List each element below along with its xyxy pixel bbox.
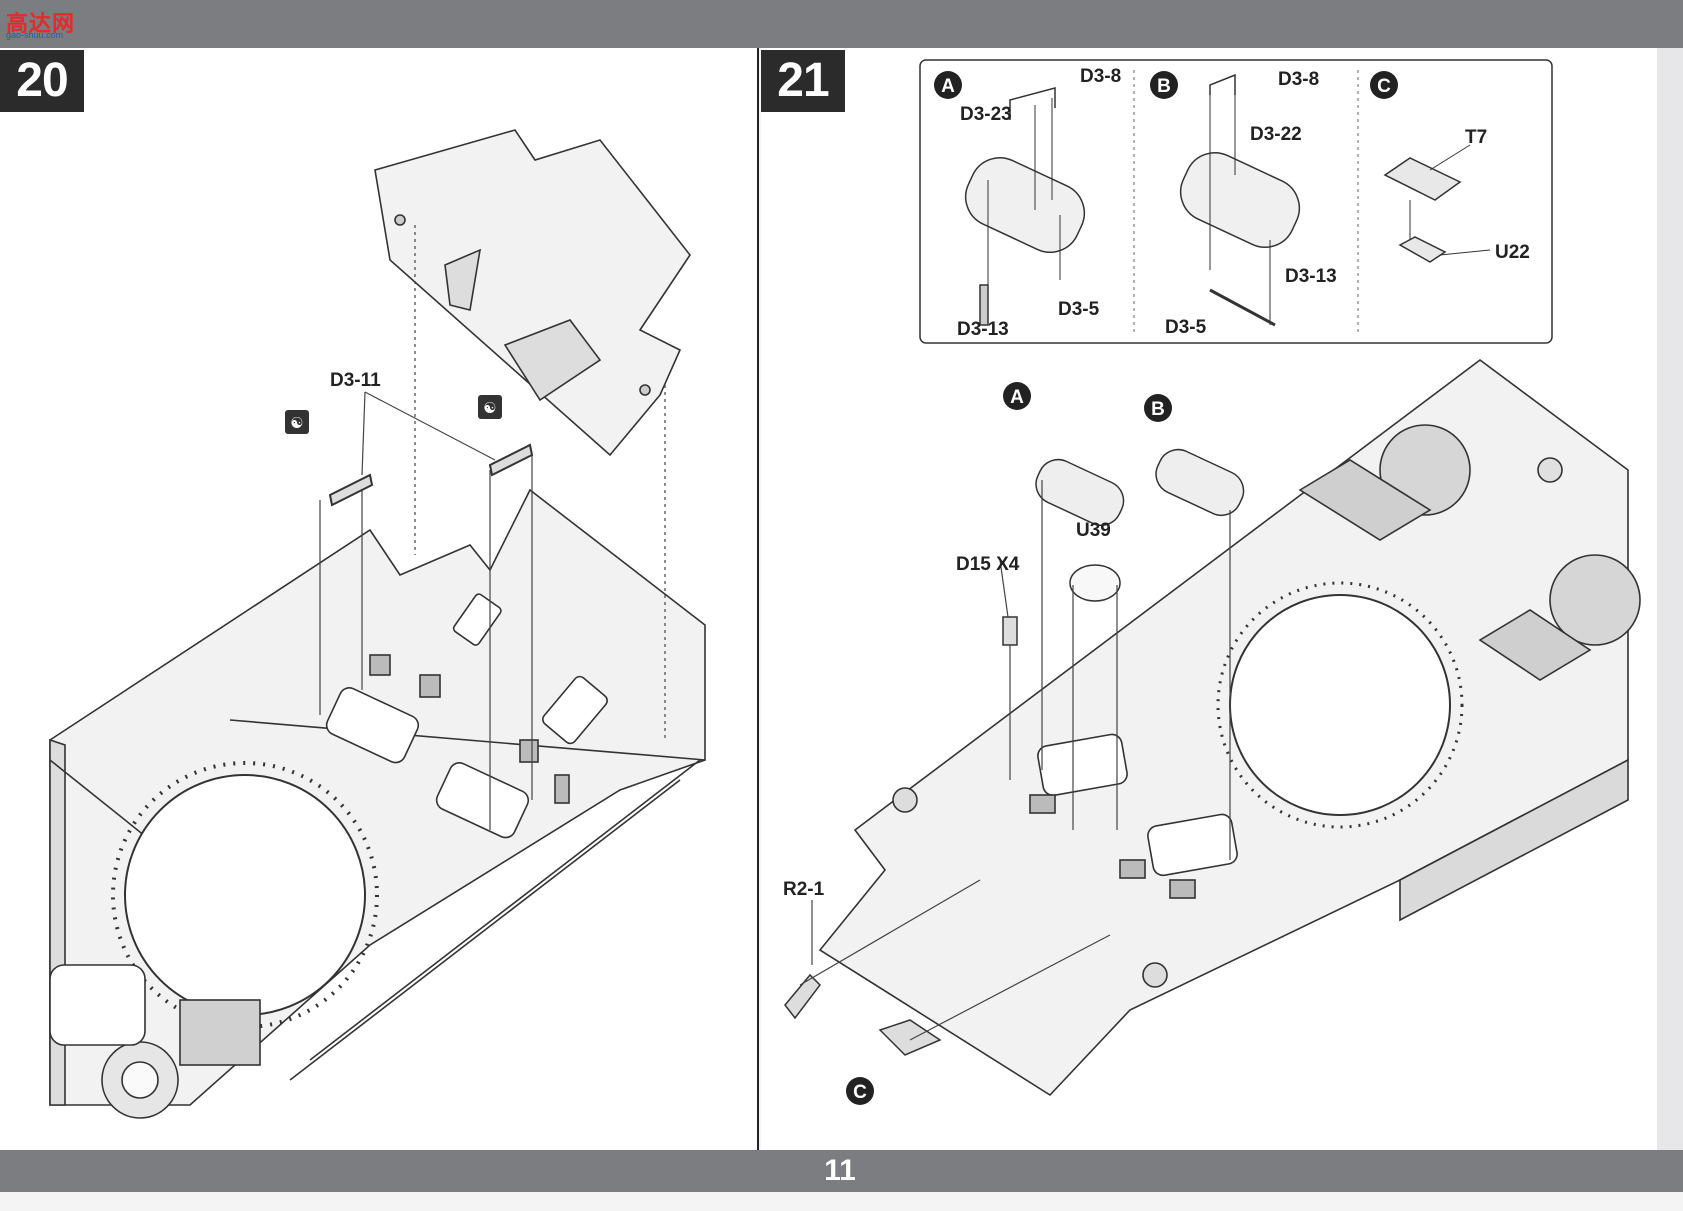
label-u39: U39 (1076, 520, 1111, 541)
label-d15: D15 X4 (956, 554, 1020, 575)
label-sub-b-d3-13: D3-13 (1285, 266, 1337, 287)
main-c-circle: C (846, 1077, 874, 1105)
svg-text:☯: ☯ (290, 414, 303, 432)
step-21-guide-lines (799, 480, 1231, 1041)
d3-11-parts (328, 443, 534, 507)
label-sub-b-d3-5: D3-5 (1165, 317, 1207, 338)
label-d3-22: D3-22 (1250, 124, 1302, 145)
watermark-url: gao-shuu.com (6, 30, 64, 40)
sub-a-hatch (964, 87, 1086, 326)
main-a-circle: A (1003, 382, 1031, 410)
sub-b-hatch (1179, 73, 1301, 327)
sub-a-circle: A (934, 71, 962, 99)
label-d3-11: D3-11 (330, 370, 381, 391)
step-21-hull-diagram (818, 359, 1641, 1097)
label-u22: U22 (1495, 242, 1530, 263)
sub-b-letter: B (1157, 76, 1171, 97)
step-20-guide-lines (319, 225, 666, 830)
main-a-letter: A (1010, 387, 1024, 408)
step-21-number: 21 (761, 50, 845, 112)
sub-b-circle: B (1150, 71, 1178, 99)
label-t7: T7 (1465, 127, 1487, 148)
label-sub-a-d3-5: D3-5 (1058, 299, 1100, 320)
label-sub-b-d3-8: D3-8 (1278, 69, 1319, 90)
glue-icon-left: ☯ (285, 410, 309, 434)
sub-c-letter: C (1377, 76, 1391, 97)
glue-icon-right: ☯ (478, 395, 502, 419)
bottom-banner (0, 1150, 1683, 1192)
step-20-number: 20 (0, 50, 84, 112)
page-margin (1657, 48, 1683, 1150)
label-sub-a-d3-8: D3-8 (1080, 66, 1121, 87)
label-d3-23: D3-23 (960, 104, 1012, 125)
main-b-letter: B (1151, 399, 1165, 420)
svg-text:☯: ☯ (483, 399, 496, 417)
sub-a-letter: A (941, 76, 955, 97)
label-r2-1: R2-1 (783, 879, 825, 900)
sub-c-circle: C (1370, 71, 1398, 99)
site-watermark: 高达网 gao-shuu.com (6, 6, 76, 40)
page-number: 11 (824, 1154, 856, 1187)
sub-c-parts (1383, 144, 1491, 263)
step-21-main-parts (784, 448, 1245, 1056)
watermark-text: 高达网 (6, 11, 76, 36)
label-sub-a-d3-13: D3-13 (957, 319, 1009, 340)
main-b-circle: B (1144, 394, 1172, 422)
main-c-letter: C (853, 1082, 867, 1103)
step-20-hull-diagram (49, 129, 706, 1119)
top-banner (0, 0, 1683, 48)
